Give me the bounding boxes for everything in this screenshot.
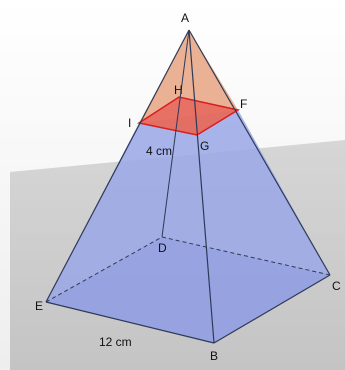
- edge-EB: [45, 301, 215, 344]
- label-C: C: [332, 279, 341, 293]
- edge-DC-hidden: [161, 236, 331, 276]
- edge-AD: [161, 29, 190, 238]
- label-F: F: [240, 97, 247, 111]
- cross-section-square: [137, 96, 240, 136]
- edge-BC: [213, 274, 331, 344]
- label-base-side-length: 12 cm: [99, 335, 132, 349]
- label-top-side-length: 4 cm: [146, 144, 172, 158]
- edge-AC: [188, 29, 331, 276]
- edge-AE: [45, 29, 190, 303]
- label-H: H: [174, 83, 183, 97]
- label-D: D: [158, 241, 167, 255]
- edge-AB: [188, 29, 215, 344]
- label-B: B: [210, 349, 218, 363]
- edge-ED-hidden: [45, 236, 163, 303]
- label-G: G: [200, 139, 209, 153]
- label-A: A: [181, 11, 189, 25]
- label-I: I: [128, 116, 131, 130]
- label-E: E: [35, 299, 43, 313]
